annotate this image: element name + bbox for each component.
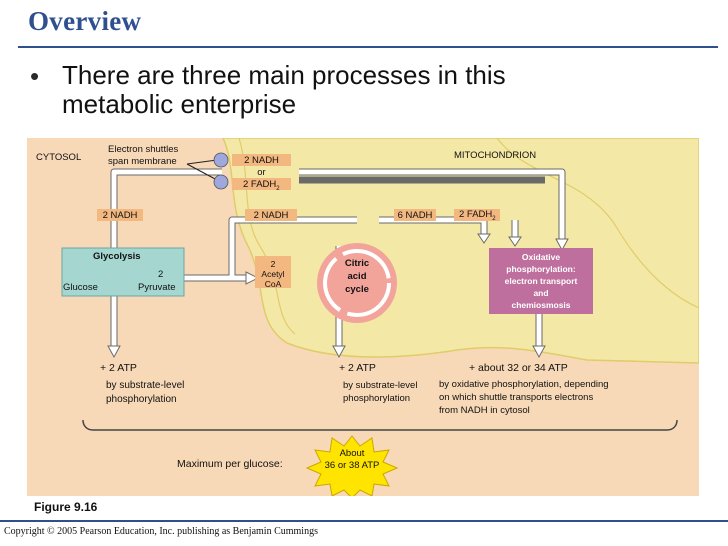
oxphos-label-5: chemiosmosis bbox=[511, 300, 571, 310]
pyruvate-count: 2 bbox=[158, 269, 164, 280]
tag-nadh-citric bbox=[394, 209, 436, 221]
or-label: or bbox=[257, 167, 266, 178]
atp-oxphos-desc-3: from NADH in cytosol bbox=[439, 405, 530, 416]
citric-label-2: acid bbox=[347, 271, 367, 282]
oxphos-box bbox=[489, 248, 593, 314]
nadh-glycolysis-label: 2 NADH bbox=[102, 210, 138, 221]
atp-citric: + 2 ATP bbox=[339, 362, 376, 374]
tag-nadh-glycolysis bbox=[97, 209, 143, 221]
citric-acid-cycle bbox=[317, 243, 397, 323]
shuttle-pointer-2 bbox=[186, 163, 218, 181]
title-divider bbox=[18, 46, 718, 48]
atp-citric-desc-2: phosphorylation bbox=[343, 393, 411, 404]
summary-bracket bbox=[82, 419, 678, 431]
cytosol-label: CYTOSOL bbox=[36, 152, 82, 163]
glycolysis-box bbox=[61, 247, 185, 297]
shuttle-protein-2 bbox=[213, 174, 229, 190]
atp-citric-desc-1: by substrate-level bbox=[343, 380, 418, 391]
oxphos-label-4: and bbox=[533, 288, 549, 298]
tag-nadh-top bbox=[232, 154, 291, 166]
arrow-heads bbox=[107, 233, 569, 359]
atp-glycolysis: + 2 ATP bbox=[100, 362, 137, 374]
glucose-label: Glucose bbox=[63, 282, 98, 293]
max-per-glucose-label: Maximum per glucose: bbox=[177, 458, 283, 470]
tag-fadh-citric bbox=[454, 209, 500, 221]
citric-label-3: cycle bbox=[345, 284, 369, 295]
atp-glycolysis-desc-2: phosphorylation bbox=[106, 394, 177, 405]
acetyl-label: Acetyl bbox=[261, 269, 285, 279]
tag-nadh-pyruvate bbox=[245, 209, 297, 221]
shuttle-label-1: Electron shuttles bbox=[108, 144, 179, 155]
atp-total-value: 36 or 38 ATP bbox=[324, 460, 380, 471]
pyruvate-label: Pyruvate bbox=[138, 282, 176, 293]
oxphos-label-2: phosphorylation: bbox=[506, 264, 576, 274]
glycolysis-label: Glycolysis bbox=[93, 251, 141, 262]
mitochondrion-crista bbox=[496, 137, 700, 309]
diagram-graphics bbox=[27, 137, 700, 499]
shuttle-label-2: span membrane bbox=[108, 156, 177, 167]
footer-divider bbox=[0, 520, 728, 522]
coa-label: CoA bbox=[264, 279, 282, 289]
tag-fadh-top bbox=[232, 178, 291, 190]
bullet-text-line2: metabolic enterprise bbox=[62, 89, 297, 119]
acetyl-coa-box bbox=[255, 256, 291, 288]
oxphos-label-3: electron transport bbox=[504, 276, 578, 286]
fadh-top-label: 2 FADH2 bbox=[243, 179, 280, 192]
fadh-citric-label: 2 FADH2 bbox=[459, 209, 496, 222]
figure-label: Figure 9.16 bbox=[34, 500, 98, 514]
nadh-citric-label: 6 NADH bbox=[397, 210, 433, 221]
oxphos-label-1: Oxidative bbox=[521, 252, 561, 262]
shuttle-protein-1 bbox=[213, 152, 229, 168]
bullet-text-line1: There are three main processes in this bbox=[62, 60, 506, 90]
citric-label-1: Citric bbox=[344, 258, 370, 269]
atp-oxphos-desc-2: on which shuttle transports electrons bbox=[439, 392, 594, 403]
cellular-respiration-diagram: CYTOSOL MITOCHONDRION Electron shuttles … bbox=[27, 137, 700, 499]
mitochondrion-label: MITOCHONDRION bbox=[454, 150, 537, 161]
atp-glycolysis-desc-1: by substrate-level bbox=[106, 380, 185, 391]
shuttle-pointer-1 bbox=[186, 159, 218, 165]
copyright-notice: Copyright © 2005 Pearson Education, Inc.… bbox=[4, 526, 318, 537]
acetyl-count: 2 bbox=[270, 259, 276, 269]
nadh-top-label: 2 NADH bbox=[244, 155, 279, 166]
mitochondrion-membrane-inner bbox=[238, 137, 296, 335]
cycle-arrow-ring bbox=[323, 249, 391, 317]
bullet-dot: • bbox=[30, 61, 40, 91]
atp-oxphos: + about 32 or 34 ATP bbox=[469, 362, 568, 374]
atp-total-about: About bbox=[339, 448, 365, 459]
atp-oxphos-desc-1: by oxidative phosphorylation, depending bbox=[439, 379, 609, 390]
nadh-pyruvate-label: 2 NADH bbox=[253, 210, 289, 221]
slide-title: Overview bbox=[28, 6, 142, 36]
